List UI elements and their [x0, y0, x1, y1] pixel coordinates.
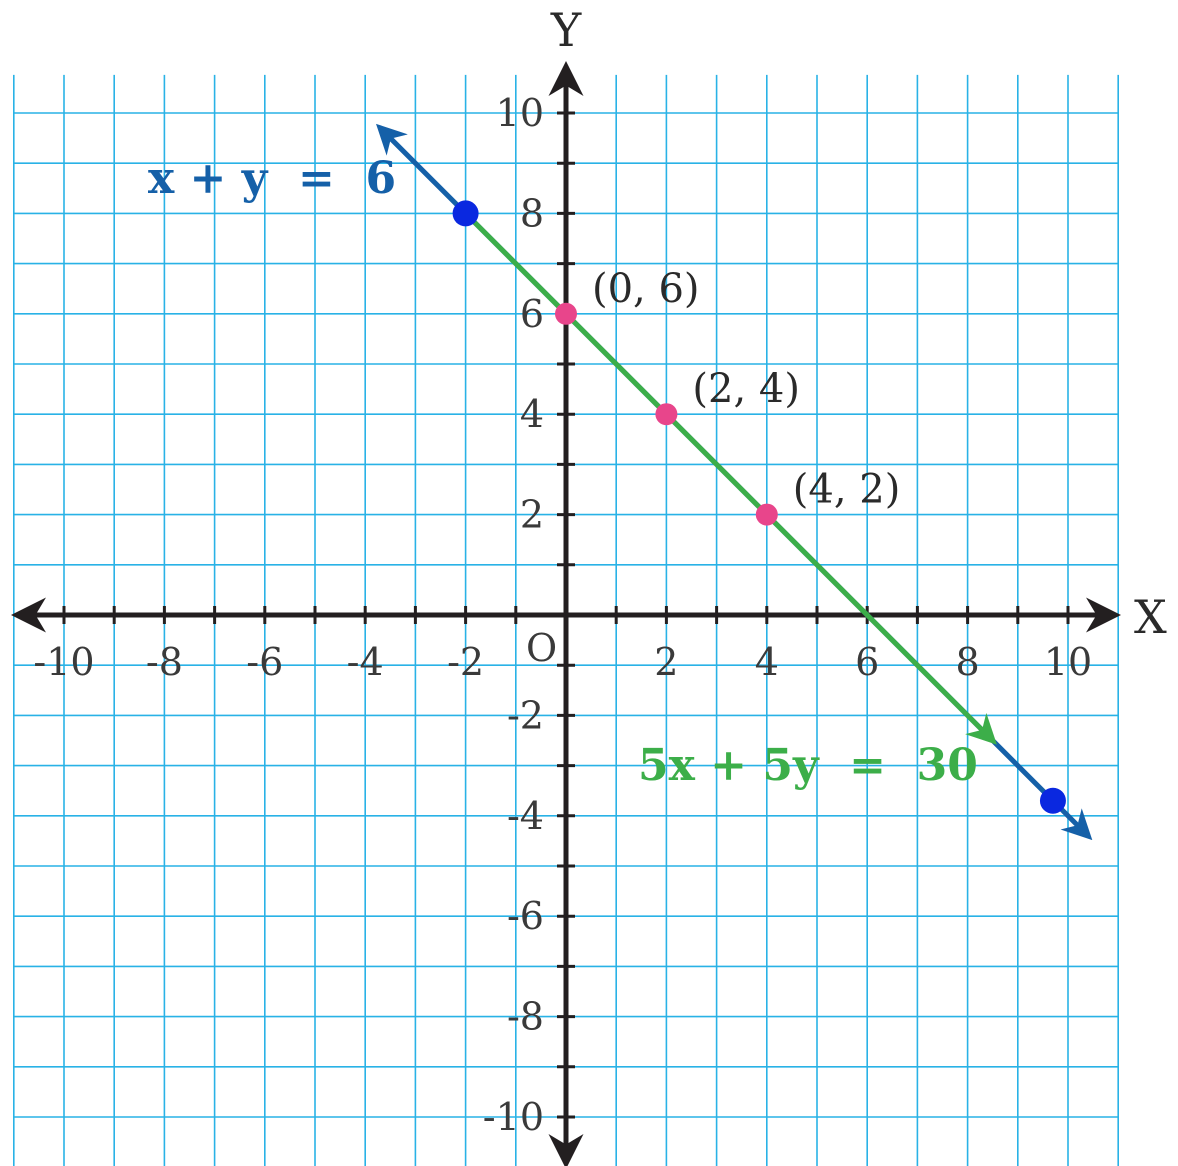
data-point-label: (4, 2) [793, 467, 901, 513]
y-tick-label: 6 [520, 292, 544, 336]
data-point-label: (2, 4) [692, 366, 800, 412]
data-point [555, 302, 577, 325]
series-lines [376, 123, 1093, 841]
x-tick-label: -8 [146, 640, 183, 684]
x-axis-label: X [1134, 590, 1167, 644]
series-label-x-plus-y: x + y = 6 [148, 153, 396, 204]
series-label-5x-plus-5y: 5x + 5y = 30 [638, 740, 978, 791]
axes [11, 61, 1121, 1166]
x-tick-label: 2 [654, 640, 678, 684]
y-axis-label: Y [550, 3, 582, 57]
y-tick-label: -2 [507, 693, 544, 737]
y-tick-label: -6 [507, 894, 544, 938]
y-tick-label: -4 [507, 794, 544, 838]
origin-label: O [526, 626, 557, 670]
y-tick-label: -10 [483, 1095, 544, 1139]
y-tick-label: 2 [520, 493, 544, 537]
series-marker-point [452, 200, 479, 227]
y-tick-label: 8 [520, 191, 544, 235]
data-point-label: (0, 6) [592, 266, 700, 312]
y-tick-label: 4 [520, 392, 544, 436]
data-point [755, 503, 778, 526]
x-tick-label: -10 [33, 640, 94, 684]
x-tick-label: 4 [755, 640, 779, 684]
series-marker-point [1039, 787, 1066, 814]
series-line-5x-plus-5y [463, 211, 997, 745]
data-point [655, 403, 678, 426]
x-tick-label: 8 [956, 640, 980, 684]
x-tick-label: -2 [447, 640, 484, 684]
x-tick-label: -4 [347, 640, 384, 684]
y-tick-label: 10 [496, 91, 544, 135]
data-points: (0, 6) (2, 4) (4, 2) [452, 200, 1066, 814]
x-tick-label: 6 [855, 640, 879, 684]
labels: X Y O x + y = 6 5x + 5y = 30 [148, 3, 1167, 791]
x-tick-label: -6 [246, 640, 283, 684]
y-tick-label: -8 [507, 995, 544, 1039]
x-tick-label: 10 [1044, 640, 1092, 684]
